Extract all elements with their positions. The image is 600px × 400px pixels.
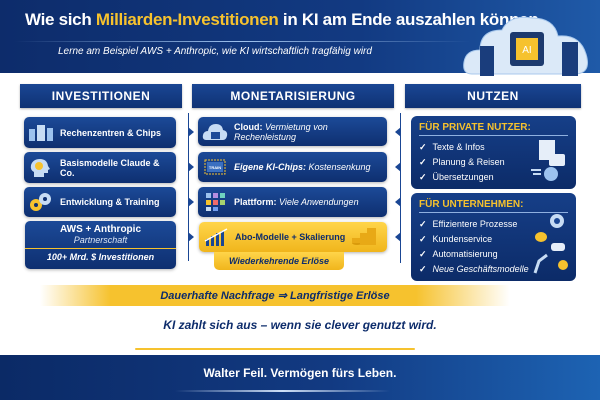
arrow-left-icon (395, 127, 401, 137)
investment-amount: 100+ Mrd. $ Investitionen (25, 248, 176, 262)
gears-icon (30, 193, 51, 211)
monetization-item: Cloud: Vermietung von Rechenleistung (198, 117, 387, 146)
check-icon: ✓ (419, 157, 427, 167)
investment-label: Rechenzentren & Chips (60, 127, 162, 138)
server-icon (29, 124, 53, 141)
cloud-ai-chip-icon: AI (463, 16, 588, 76)
partnership-title: AWS + Anthropic (59, 224, 142, 235)
investment-label: Basismodelle Claude & Co. (60, 157, 160, 178)
arrow-left-icon (395, 232, 401, 242)
benefit-label: Texte & Infos (432, 142, 485, 152)
monetization-title: Abo-Modelle + Skalierung (235, 232, 346, 242)
document-translate-icon (531, 140, 565, 181)
cloud-icon (202, 123, 228, 140)
business-panel: FÜR UNTERNEHMEN: ✓Effizientere Prozesse … (411, 193, 576, 281)
benefit-label: Kundenservice (432, 234, 493, 244)
benefit-item: ✓ Übersetzungen (419, 170, 568, 185)
monetization-desc: Kostensenkung (306, 162, 371, 172)
private-users-panel: FÜR PRIVATE NUTZER: ✓ Texte & Infos ✓ Plan… (411, 116, 576, 189)
benefit-item: ✓ Effizientere Prozesse (419, 217, 568, 232)
arrow-right-icon (188, 197, 194, 207)
monetization-title: Plattform: (234, 197, 277, 207)
footer (0, 355, 600, 400)
title-part: Wie sich (25, 10, 96, 29)
robot-gear-bulb-icon (533, 214, 568, 274)
benefit-item: ✓ Planung & Reisen (419, 155, 568, 170)
benefit-item: ✓ Kundenservice (419, 232, 568, 247)
monetization-item: Plattform: Viele Anwendungen (198, 187, 387, 217)
column-header-monetization: MONETARISIERUNG (192, 84, 394, 108)
panel-heading: FÜR UNTERNEHMEN: (419, 199, 568, 213)
chip-label: AI (522, 45, 531, 56)
investment-label: Entwicklung & Training (60, 197, 160, 207)
title-divider (15, 41, 470, 42)
benefit-label: Planung & Reisen (432, 157, 505, 167)
column-header-investments: INVESTITIONEN (20, 84, 182, 108)
check-icon: ✓ (419, 172, 427, 182)
benefit-item: ✓ Automatisierung (419, 247, 568, 262)
benefit-item: ✓ Neue Geschäftsmodelle (419, 262, 568, 277)
tagline-underline (135, 348, 415, 350)
divider (188, 113, 189, 261)
recurring-revenue-label: Wiederkehrende Erlöse (214, 252, 344, 270)
check-icon: ✓ (419, 264, 427, 274)
monetization-desc: Viele Anwendungen (276, 197, 359, 207)
demand-revenue-banner: Dauerhafte Nachfrage ⇒ Langfristige Erlö… (40, 285, 510, 306)
chip-text: TRAIN (209, 165, 221, 170)
footer-slogan: Walter Feil. Vermögen fürs Leben. (203, 366, 397, 380)
partnership-box: AWS + Anthropic Partnerschaft 100+ Mrd. … (25, 221, 176, 269)
investment-item: Basismodelle Claude & Co. (24, 152, 176, 183)
column-header-benefits: NUTZEN (405, 84, 581, 108)
benefit-item: ✓ Texte & Infos (419, 140, 568, 155)
tagline: KI zahlt sich aus – wenn sie clever genu… (163, 318, 437, 332)
page-subtitle: Lerne am Beispiel AWS + Anthropic, wie K… (58, 46, 372, 57)
check-icon: ✓ (419, 219, 427, 229)
ai-head-icon (30, 158, 50, 177)
check-icon: ✓ (419, 249, 427, 259)
chip-icon: TRAIN (204, 159, 226, 175)
divider (400, 113, 401, 263)
check-icon: ✓ (419, 142, 427, 152)
monetization-title: Cloud: (234, 121, 263, 132)
investment-item: Rechenzentren & Chips (24, 117, 176, 148)
benefit-label: Übersetzungen (432, 172, 494, 182)
benefit-label: Neue Geschäftsmodelle (432, 264, 529, 274)
benefit-label: Automatisierung (432, 249, 498, 259)
arrow-right-icon (188, 162, 194, 172)
investment-item: Entwicklung & Training (24, 187, 176, 217)
monetization-item-highlight: Abo-Modelle + Skalierung (199, 222, 387, 252)
title-highlight: Milliarden-Investitionen (95, 10, 279, 29)
page-title: Wie sich Milliarden-Investitionen in KI … (25, 10, 539, 30)
growth-chart-icon (204, 228, 228, 246)
coins-icon (352, 228, 377, 245)
benefit-label: Effizientere Prozesse (432, 219, 518, 229)
title-part: in KI am Ende auszahlen können (278, 10, 539, 29)
partnership-subtitle: Partnerschaft (73, 235, 128, 245)
check-icon: ✓ (419, 234, 427, 244)
footer-swoosh (175, 390, 390, 392)
panel-heading: FÜR PRIVATE NUTZER: (419, 122, 568, 136)
arrow-left-icon (395, 162, 401, 172)
arrow-right-icon (188, 232, 194, 242)
monetization-item: TRAIN Eigene KI-Chips: Kostensenkung (198, 152, 387, 182)
apps-grid-icon (206, 193, 225, 211)
monetization-title: Eigene KI-Chips: (234, 162, 307, 172)
arrow-right-icon (188, 127, 194, 137)
monetization-desc: Vermietung von Rechenleistung (234, 121, 328, 142)
arrow-left-icon (395, 197, 401, 207)
